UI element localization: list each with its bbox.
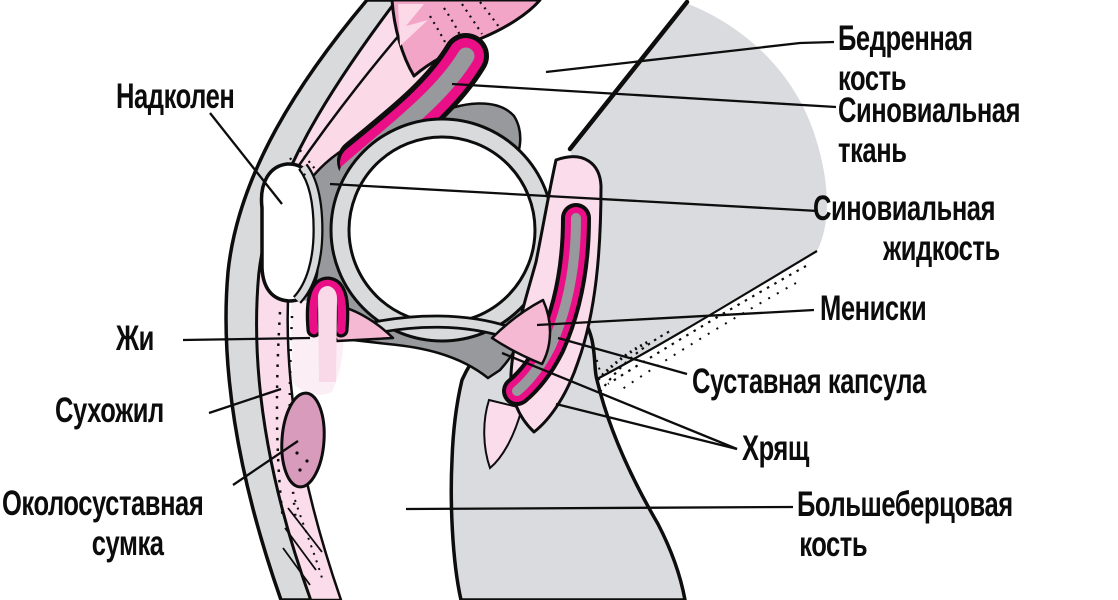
leader-femur bbox=[545, 40, 835, 74]
leader-bursa bbox=[232, 440, 299, 486]
label-fat: Жи bbox=[116, 319, 154, 358]
leader-synovial-fluid bbox=[329, 182, 819, 213]
label-femur-line2: кость bbox=[838, 59, 906, 98]
label-synovial-tissue-line1: Синовиальная bbox=[838, 91, 1021, 130]
posterior-recess bbox=[502, 155, 603, 434]
muscle-hatch-texture bbox=[429, 1, 500, 45]
label-periarticular-bursa: Околосуставная сумка bbox=[2, 484, 204, 564]
label-periarticular-bursa-line1: Околосуставная bbox=[2, 484, 204, 523]
meniscus-posterior bbox=[490, 298, 552, 366]
label-synovial-fluid: Синовиальная жидкость bbox=[813, 189, 1000, 269]
patella-shape bbox=[259, 162, 324, 304]
posterior-synovial-fold bbox=[502, 203, 591, 406]
label-femur: Бедренная кость bbox=[838, 19, 973, 99]
label-synovial-tissue: Синовиальная ткань bbox=[838, 91, 1020, 171]
label-tibia: Большеберцовая кость bbox=[797, 485, 1013, 565]
label-menisci: Мениски bbox=[820, 289, 927, 328]
femur-inferior-edge bbox=[596, 250, 818, 380]
synovial-plica bbox=[305, 276, 350, 382]
label-tibia-line2: кость bbox=[799, 525, 868, 564]
capsule-tissue-front bbox=[483, 398, 524, 470]
label-tibia-line1: Большеберцовая bbox=[797, 485, 1013, 524]
label-synovial-fluid-line2: жидкость bbox=[883, 229, 1000, 268]
label-synovial-tissue-line2: ткань bbox=[838, 131, 907, 170]
label-periarticular-bursa-line2: сумка bbox=[91, 524, 164, 563]
leader-synovial-tissue bbox=[451, 82, 837, 109]
label-cartilage: Хрящ bbox=[742, 429, 810, 468]
leader-cartilage-2 bbox=[555, 402, 738, 451]
femoral-condyle-bone bbox=[347, 135, 537, 325]
leader-cartilage-1 bbox=[501, 351, 738, 451]
label-patella: Надколен bbox=[116, 77, 235, 116]
leader-fat bbox=[182, 336, 311, 342]
patellar-tendon-texture bbox=[275, 149, 323, 586]
leader-patella bbox=[209, 112, 283, 205]
muscle-highlight bbox=[398, 4, 428, 46]
femur-anterior-edge bbox=[567, 0, 690, 152]
leader-lines bbox=[182, 40, 837, 511]
label-joint-capsule: Суставная капсула bbox=[692, 362, 926, 401]
leader-menisci bbox=[536, 308, 815, 327]
leader-tibia bbox=[405, 505, 794, 511]
leader-joint-capsule bbox=[557, 336, 688, 376]
label-synovial-fluid-line1: Синовиальная bbox=[813, 189, 996, 228]
bursa-shape bbox=[280, 391, 326, 489]
leader-tendon bbox=[208, 387, 282, 415]
label-tendon: Сухожил bbox=[55, 391, 164, 430]
label-femur-line1: Бедренная bbox=[838, 19, 973, 58]
